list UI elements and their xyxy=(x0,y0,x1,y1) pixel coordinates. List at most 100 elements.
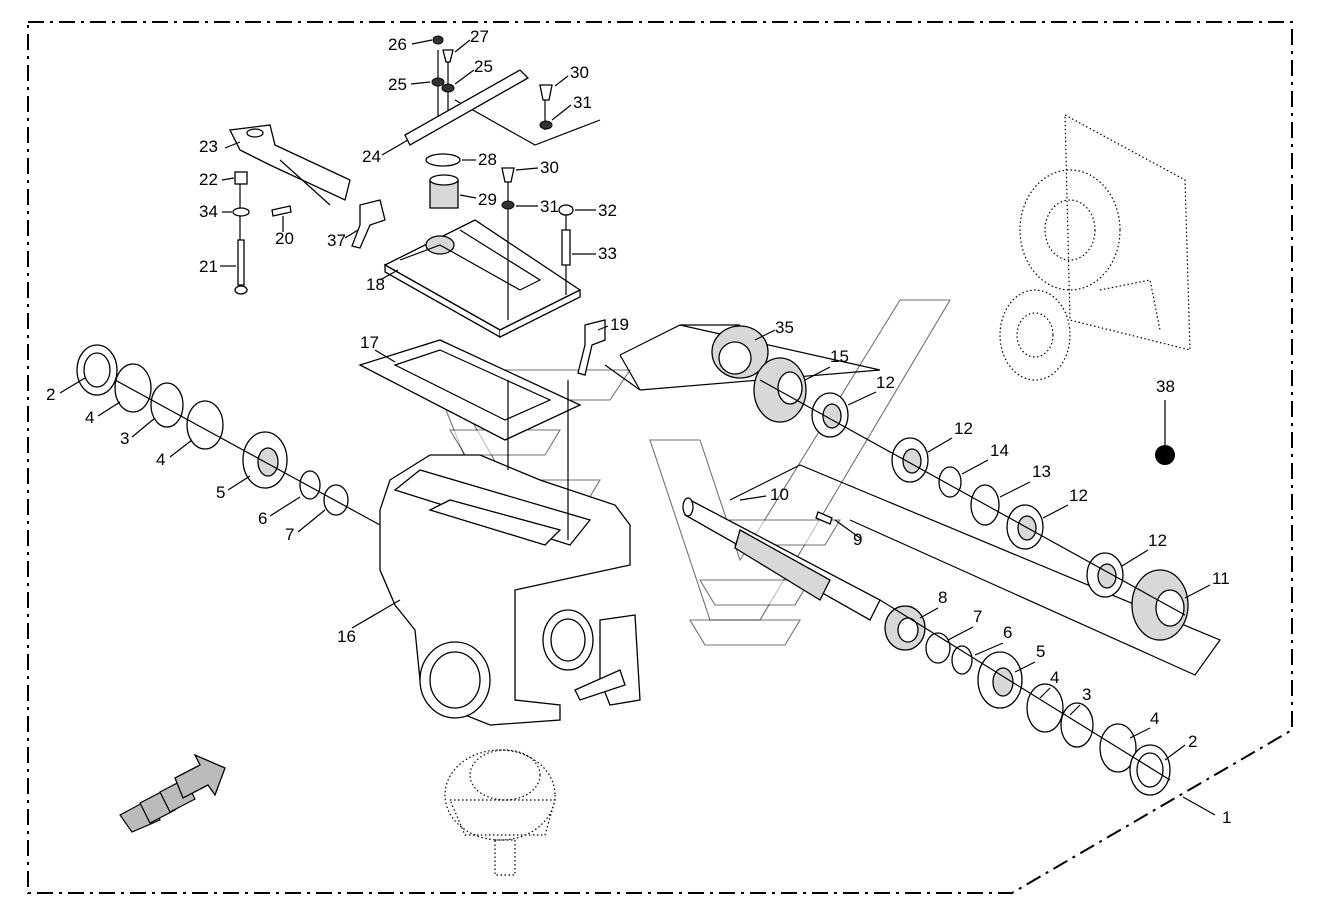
clutch-35-face xyxy=(718,341,752,375)
callout-label-c7b: 7 xyxy=(973,607,982,626)
ring-14 xyxy=(938,466,962,498)
circlip-3-left xyxy=(150,382,184,428)
leader-line-c7b xyxy=(947,626,974,641)
screw-30a xyxy=(539,84,553,101)
ring-6-left xyxy=(299,470,321,500)
leader-line-c14 xyxy=(961,459,989,475)
callout-label-c12a: 12 xyxy=(876,373,895,392)
callout-label-c5a: 5 xyxy=(216,483,225,502)
callout-label-c26: 26 xyxy=(388,35,407,54)
leader-line-c35 xyxy=(754,329,776,341)
callout-label-c31a: 31 xyxy=(573,93,592,112)
ring-4-left-b xyxy=(186,400,224,450)
callout-label-c37: 37 xyxy=(327,231,346,250)
ring-4-right-a xyxy=(1026,683,1064,733)
leader-line-c13 xyxy=(999,481,1031,498)
bushing-22 xyxy=(234,171,248,185)
callout-label-c5b: 5 xyxy=(1036,642,1045,661)
leader-line-c7a xyxy=(297,509,326,533)
callout-label-c29: 29 xyxy=(478,190,497,209)
washer-25a xyxy=(431,77,445,87)
ring-4-left-a xyxy=(114,363,152,413)
leader-line-c4c xyxy=(1039,687,1051,699)
callout-label-c30a: 30 xyxy=(570,63,589,82)
callout-label-c2a: 2 xyxy=(46,385,55,404)
callout-label-c14: 14 xyxy=(990,441,1009,460)
bearing-5-left-inner xyxy=(257,447,279,477)
callout-label-c13: 13 xyxy=(1032,462,1051,481)
callout-label-c19: 19 xyxy=(610,315,629,334)
bolt-21 xyxy=(237,239,245,286)
washer-26 xyxy=(432,35,444,45)
washer-34 xyxy=(232,207,250,217)
leader-line-c12c xyxy=(1042,504,1069,519)
leader-line-c17 xyxy=(374,349,396,363)
bolt-21-head xyxy=(234,285,248,295)
leader-line-c4a xyxy=(97,401,121,417)
leader-line-c9 xyxy=(834,519,861,539)
oring-28 xyxy=(425,153,461,167)
callout-label-c3b: 3 xyxy=(1082,685,1091,704)
callout-label-c12c: 12 xyxy=(1069,486,1088,505)
leader-line-c4d xyxy=(1129,727,1151,739)
callout-label-c24: 24 xyxy=(362,147,381,166)
callout-label-c30b: 30 xyxy=(540,158,559,177)
stud-33 xyxy=(561,229,571,266)
leader-line-c2b xyxy=(1164,744,1186,761)
ring-7-right xyxy=(925,632,951,664)
callout-label-c31b: 31 xyxy=(540,197,559,216)
selector-lever xyxy=(229,124,351,206)
callout-label-c2b: 2 xyxy=(1188,732,1197,751)
fork-37 xyxy=(351,199,386,249)
callout-label-c9: 9 xyxy=(853,530,862,549)
callout-label-c8: 8 xyxy=(938,588,947,607)
callout-label-c15: 15 xyxy=(830,347,849,366)
leader-line-c37 xyxy=(344,229,359,239)
leader-line-c1 xyxy=(1182,796,1216,816)
leader-line-c16 xyxy=(351,599,401,629)
gasket-inner xyxy=(393,349,552,421)
leader-line-c8 xyxy=(919,607,939,619)
leader-line-c12b xyxy=(927,437,953,453)
callout-label-c25a: 25 xyxy=(388,75,407,94)
leader-line-c12a xyxy=(847,391,877,406)
callout-label-c11: 11 xyxy=(1212,569,1230,588)
filled-dot-icon xyxy=(1155,445,1175,465)
gasket xyxy=(358,339,582,441)
callout-label-c3a: 3 xyxy=(120,429,129,448)
leader-line-c30a xyxy=(554,75,569,87)
leader-line-c2a xyxy=(59,377,86,394)
leader-line-c18 xyxy=(379,269,399,281)
leader-line-c26 xyxy=(411,39,433,45)
axis-line-right xyxy=(879,599,1171,781)
callout-label-c23: 23 xyxy=(199,137,218,156)
gear-15-hub xyxy=(777,371,803,405)
leader-line-c10 xyxy=(739,495,767,501)
plate-24 xyxy=(404,69,530,146)
leader-line-c25a xyxy=(410,81,431,85)
axis-line-upper xyxy=(759,379,1186,616)
axis-line-left xyxy=(114,379,381,526)
ring-7-left xyxy=(323,484,349,516)
callout-label-c18: 18 xyxy=(366,275,385,294)
callout-label-c12b: 12 xyxy=(954,419,973,438)
leader-line-c31a xyxy=(551,104,572,121)
leader-line-c3a xyxy=(131,417,156,438)
seal-2-right-inner xyxy=(1136,752,1164,788)
reference-assembly-upper-right xyxy=(999,113,1191,381)
callout-label-c6b: 6 xyxy=(1003,623,1012,642)
leader-line-c12d xyxy=(1121,549,1149,567)
leader-line-c24 xyxy=(381,139,409,156)
leader-line-c15 xyxy=(804,366,831,381)
ring-6-right xyxy=(951,645,973,675)
callout-label-c32: 32 xyxy=(598,201,617,220)
reference-box-lower xyxy=(729,464,1221,676)
washer-31a xyxy=(539,120,553,130)
callout-label-c33: 33 xyxy=(598,244,617,263)
washer-25b xyxy=(441,83,455,93)
seal-2-left-inner xyxy=(83,352,111,388)
leader-line-c11 xyxy=(1184,584,1211,599)
callout-label-c4a: 4 xyxy=(85,408,94,427)
callout-label-c4d: 4 xyxy=(1150,709,1159,728)
